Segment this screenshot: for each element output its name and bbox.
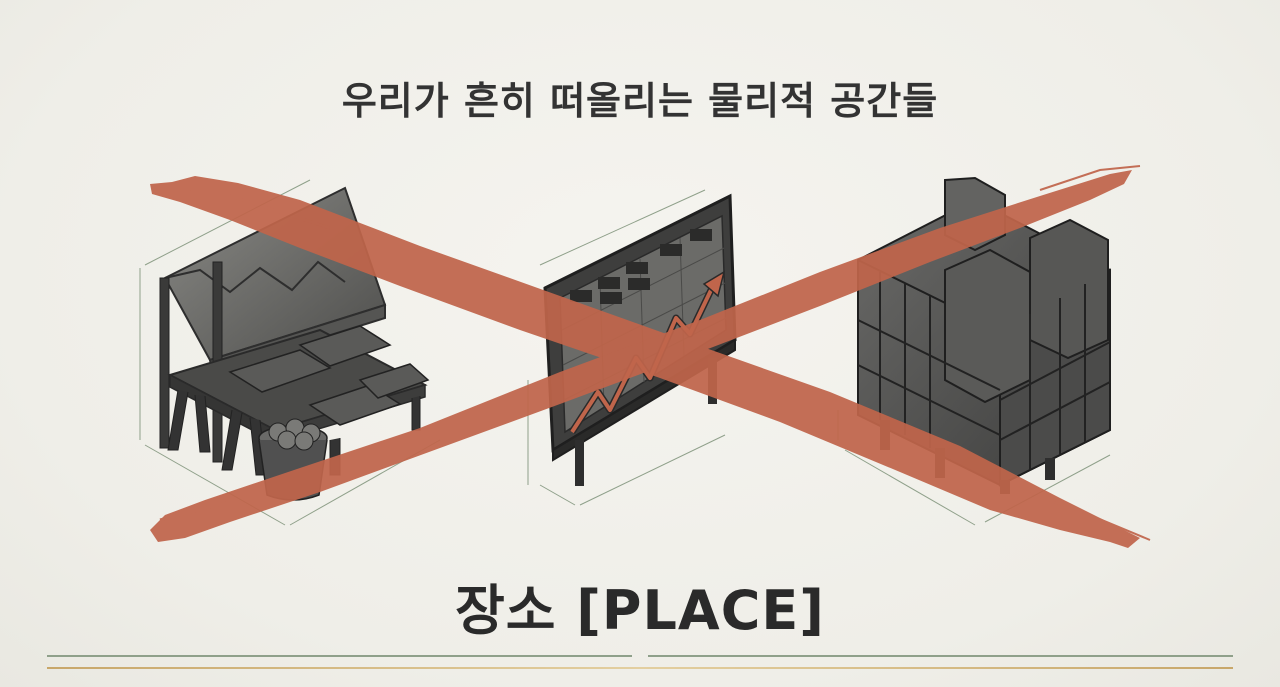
building-icon [837, 176, 1111, 526]
divider-left [47, 655, 632, 657]
divider-right [648, 655, 1233, 657]
divider-gold [47, 667, 1233, 669]
cross-out-mark [150, 165, 1151, 548]
page-title: 장소 [PLACE] [455, 579, 825, 642]
subtitle: 우리가 흔히 떠올리는 물리적 공간들 [341, 79, 939, 123]
market-stall-icon [139, 179, 441, 526]
